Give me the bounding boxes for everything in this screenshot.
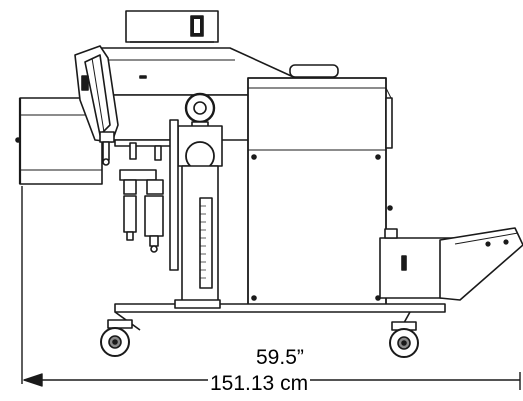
front-arm-assembly <box>74 45 119 166</box>
center-column <box>169 119 223 309</box>
top-control-box <box>125 10 219 43</box>
dimension-inches: 59.5” <box>256 346 304 369</box>
output-hopper <box>379 227 523 301</box>
front-caster-wheel <box>100 319 133 357</box>
air-filter-regulator <box>119 169 164 253</box>
right-cabinet <box>247 64 393 307</box>
dimension-centimeters: 151.13 cm <box>208 372 311 395</box>
pressure-gauge <box>184 92 216 131</box>
base-frame <box>114 299 446 331</box>
rear-caster-wheel <box>389 321 419 358</box>
